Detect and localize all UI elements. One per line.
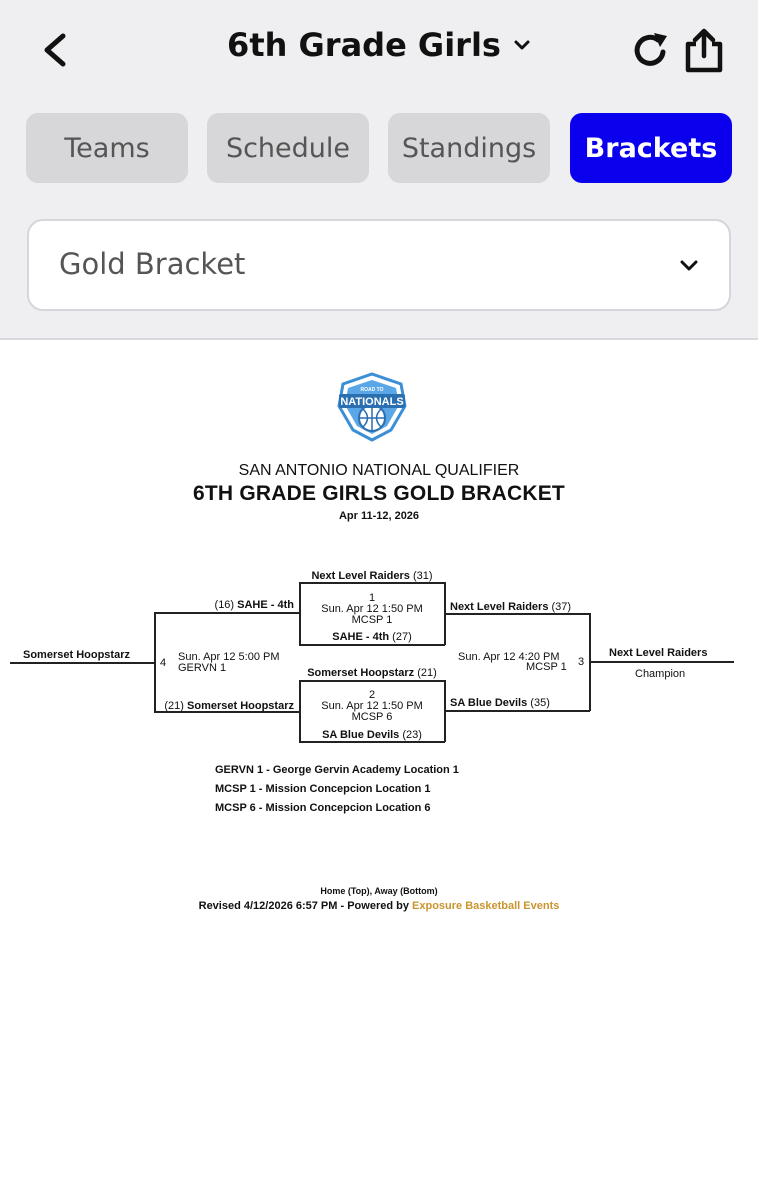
bracket-line	[10, 662, 155, 664]
game3-time: Sun. Apr 12 4:20 PM	[458, 651, 560, 663]
bracket-select[interactable]: Gold Bracket	[27, 219, 731, 311]
bracket-line	[154, 612, 300, 614]
game3-court: MCSP 1	[526, 661, 567, 673]
event-name: SAN ANTONIO NATIONAL QUALIFIER	[238, 462, 520, 479]
game1-home: Next Level Raiders (31)	[311, 570, 433, 582]
page-title-dropdown[interactable]: 6th Grade Girls	[227, 26, 531, 64]
event-dates: Apr 11-12, 2026	[338, 510, 420, 522]
court-legend-item: GERVN 1 - George Gervin Academy Location…	[215, 764, 459, 776]
bracket-line	[299, 741, 445, 743]
app-header: 6th Grade Girls Teams Schedule Standings…	[0, 0, 758, 340]
game3-bottom-team: SA Blue Devils (35)	[450, 697, 550, 709]
game2-away: SA Blue Devils (23)	[322, 729, 422, 741]
bracket-document: NATIONALS ROAD TO SAN ANTONIO NATIONAL Q…	[0, 342, 758, 1200]
tab-teams[interactable]: Teams	[26, 113, 188, 183]
bracket-line	[299, 644, 445, 646]
refresh-icon	[634, 33, 667, 66]
game3-top-team: Next Level Raiders (37)	[450, 601, 572, 613]
svg-text:ROAD TO: ROAD TO	[361, 387, 384, 393]
bracket-line	[444, 710, 590, 712]
svg-text:NATIONALS: NATIONALS	[340, 396, 403, 408]
chevron-down-icon	[514, 40, 530, 50]
game4-top-team: (16) SAHE - 4th	[214, 599, 294, 611]
champion-team: Next Level Raiders	[609, 647, 708, 659]
bracket-line	[299, 680, 445, 682]
game3-number: 3	[578, 656, 585, 668]
share-icon	[685, 28, 723, 73]
game1-away: SAHE - 4th (27)	[332, 631, 412, 643]
tab-brackets[interactable]: Brackets	[570, 113, 732, 183]
share-button[interactable]	[682, 26, 726, 74]
bracket-line	[444, 613, 590, 615]
bracket-line	[154, 711, 300, 713]
section-tabs: Teams Schedule Standings Brackets	[26, 113, 732, 185]
revised-footer: Revised 4/12/2026 6:57 PM - Powered by E…	[198, 900, 560, 912]
page-title: 6th Grade Girls	[227, 26, 501, 64]
bracket-chart: Next Level Raiders (31) 1 Sun. Apr 12 1:…	[0, 342, 758, 1200]
court-legend-item: MCSP 6 - Mission Concepcion Location 6	[215, 802, 431, 814]
court-legend-item: MCSP 1 - Mission Concepcion Location 1	[215, 783, 431, 795]
bracket-line	[589, 661, 734, 663]
game4-bottom-team: (21) Somerset Hoopstarz	[164, 700, 294, 712]
chevron-down-icon	[680, 260, 698, 271]
bracket-line	[299, 582, 445, 584]
refresh-button[interactable]	[630, 28, 672, 72]
game4-time: Sun. Apr 12 5:00 PM	[178, 651, 280, 663]
back-button[interactable]	[36, 28, 76, 72]
game2-time: Sun. Apr 12 1:50 PM	[321, 700, 423, 712]
game2-number: 2	[368, 689, 376, 701]
bracket-select-value: Gold Bracket	[59, 247, 246, 281]
exposure-link[interactable]: Exposure Basketball Events	[412, 900, 560, 912]
bracket-title: 6TH GRADE GIRLS GOLD BRACKET	[193, 482, 565, 505]
home-away-note: Home (Top), Away (Bottom)	[320, 886, 438, 896]
tab-standings[interactable]: Standings	[388, 113, 550, 183]
bracket-line	[299, 582, 301, 645]
game1-court: MCSP 1	[351, 614, 393, 626]
champion-label: Champion	[635, 668, 686, 680]
game2-court: MCSP 6	[351, 711, 393, 723]
tab-schedule[interactable]: Schedule	[207, 113, 369, 183]
chevron-left-icon	[44, 33, 66, 67]
game4-winner: Somerset Hoopstarz	[23, 649, 130, 661]
road-to-nationals-logo: NATIONALS ROAD TO	[337, 372, 407, 442]
game2-home: Somerset Hoopstarz (21)	[307, 667, 437, 679]
game1-number: 1	[368, 592, 376, 604]
game4-number: 4	[160, 657, 167, 669]
game4-court: GERVN 1	[178, 662, 227, 674]
game1-time: Sun. Apr 12 1:50 PM	[321, 603, 423, 615]
